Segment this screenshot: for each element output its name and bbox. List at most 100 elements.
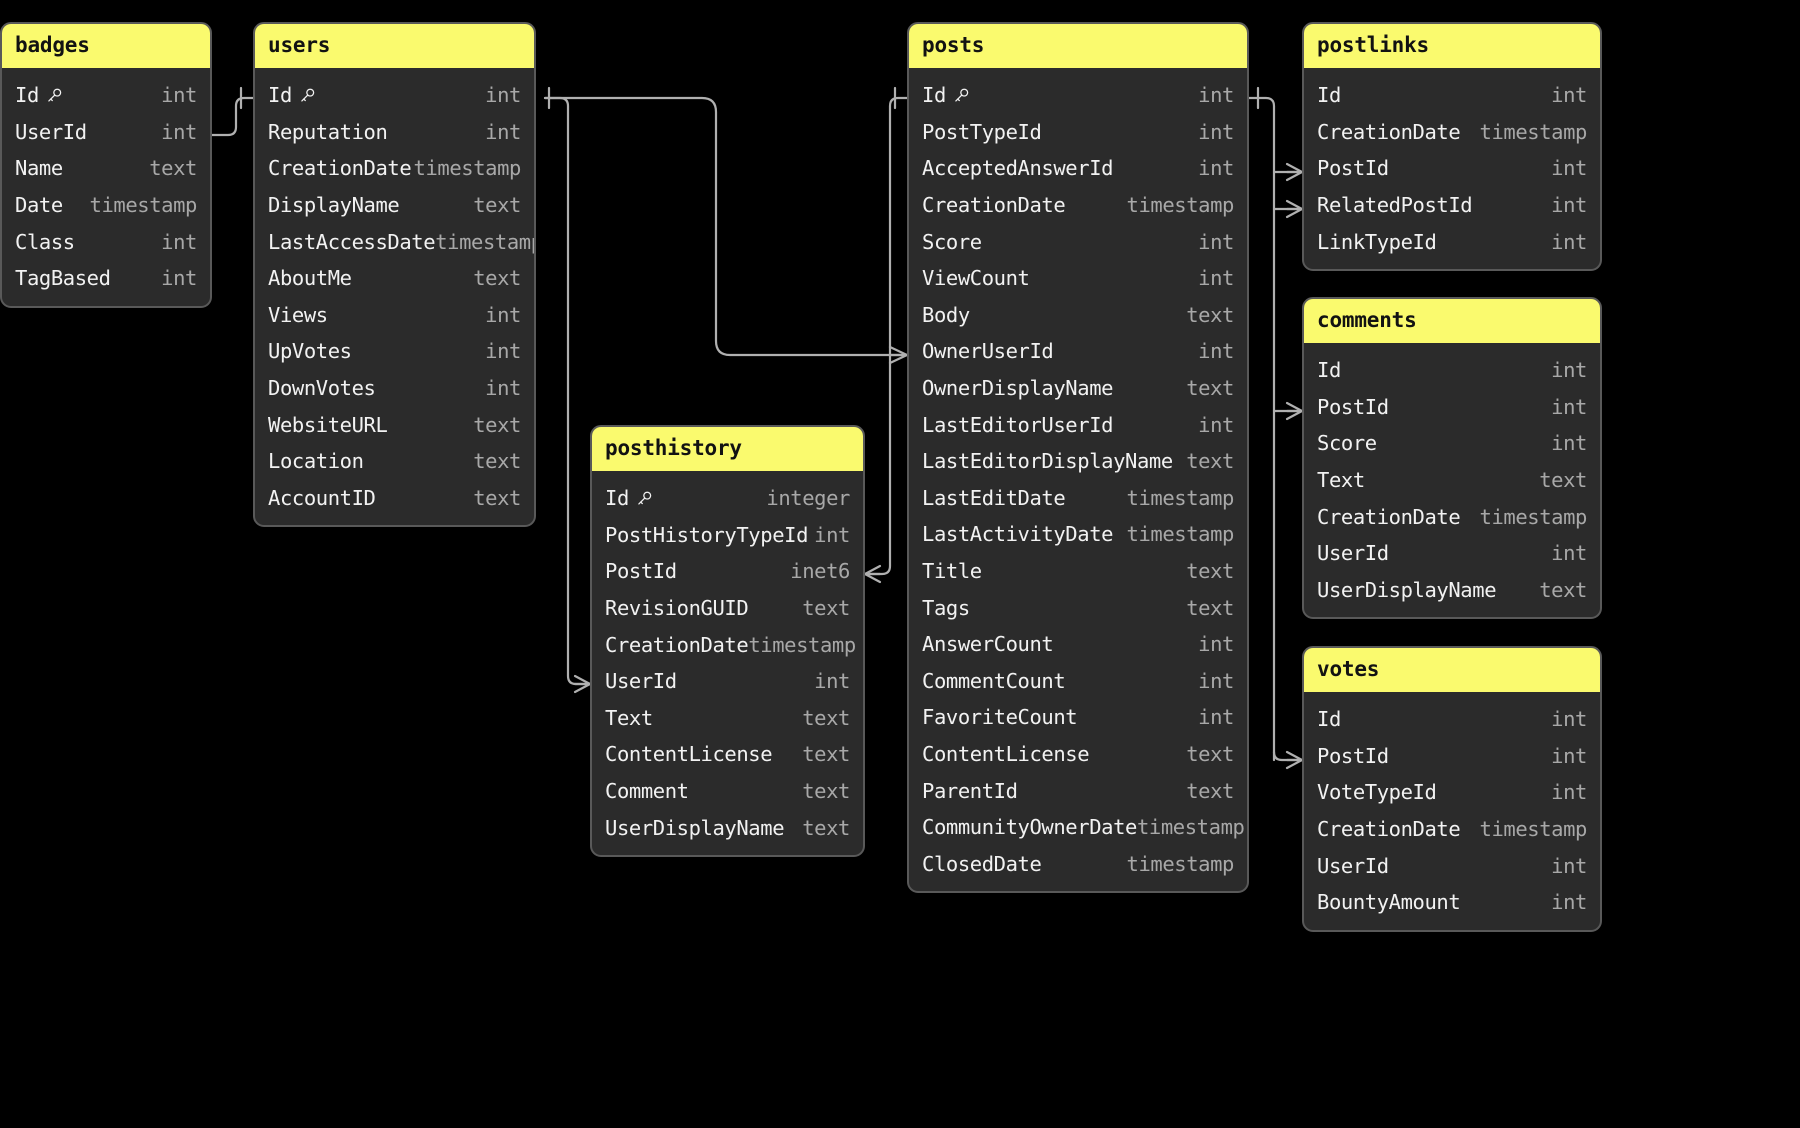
column-name: PostId (605, 559, 677, 583)
column-name-label: OwnerUserId (922, 339, 1054, 364)
column-type: int (1551, 156, 1587, 181)
column-name: ContentLicense (922, 742, 1090, 766)
column-type: text (1186, 595, 1234, 620)
column-type: int (1551, 853, 1587, 878)
column-name: Views (268, 303, 328, 327)
column-name-label: CreationDate (268, 156, 412, 181)
column-type: timestamp (1479, 817, 1588, 842)
column-name-label: LastEditorUserId (922, 412, 1114, 437)
column-name-label: PostTypeId (922, 119, 1042, 144)
column-type: int (161, 229, 197, 254)
column-name-label: CreationDate (1317, 119, 1461, 144)
link-badges-users (210, 96, 255, 137)
column-name-label: Tags (922, 595, 970, 620)
column-name: UserId (1317, 541, 1389, 565)
column-name-label: Id (1317, 358, 1341, 383)
column-name-label: Class (15, 229, 75, 254)
column-name: UserDisplayName (605, 816, 785, 840)
column-name-label: Text (605, 705, 653, 730)
column-type: text (473, 193, 521, 218)
column-name-label: Id (605, 486, 629, 511)
column-name: OwnerUserId (922, 339, 1054, 364)
column-row[interactable]: Class int (2, 223, 210, 260)
column-row[interactable]: Tags text (909, 589, 1247, 626)
